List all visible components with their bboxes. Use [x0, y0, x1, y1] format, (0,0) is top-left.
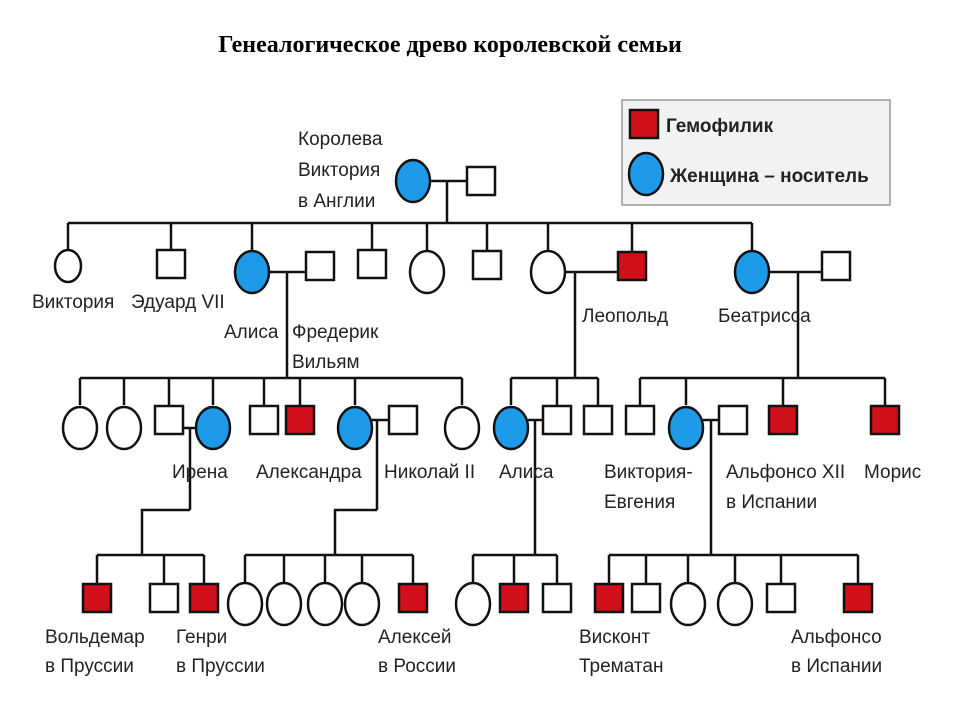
hemophiliac-male-symbol: [188, 582, 220, 614]
label-victoria-eugenie: Виктория-: [604, 462, 693, 483]
male-symbol: [356, 248, 388, 280]
male-symbol: [304, 250, 336, 282]
hemophiliac-male-symbol: [616, 250, 648, 282]
hemophiliac-male-symbol: [628, 108, 660, 140]
male-symbol: [155, 248, 187, 280]
label-alice-gen3: Алиса: [499, 462, 554, 483]
label-leopold: Леопольд: [582, 306, 668, 327]
male-symbol: [471, 249, 503, 281]
female-symbol: [529, 249, 567, 295]
female-symbol: [306, 581, 344, 627]
carrier-female-symbol: [492, 405, 530, 451]
hemophiliac-male-symbol: [498, 582, 530, 614]
label-viscount: Трематан: [579, 656, 663, 677]
female-symbol: [105, 405, 143, 451]
male-symbol: [541, 582, 573, 614]
label-nicholas: Николай II: [384, 462, 475, 483]
male-symbol: [148, 582, 180, 614]
male-symbol: [624, 404, 656, 436]
male-symbol: [717, 404, 749, 436]
hemophiliac-male-symbol: [284, 404, 316, 436]
female-symbol: [226, 581, 264, 627]
male-symbol: [387, 404, 419, 436]
carrier-female-symbol: [394, 158, 432, 204]
female-symbol: [669, 581, 707, 627]
carrier-female-symbol: [336, 405, 374, 451]
hemophiliac-male-symbol: [81, 582, 113, 614]
connector-line: [333, 508, 377, 555]
label-beatrice: Беатрисса: [718, 306, 811, 327]
label-henry: в Пруссии: [176, 656, 265, 677]
carrier-female-symbol: [194, 405, 232, 451]
female-symbol: [265, 581, 303, 627]
label-edward: Эдуард VII: [131, 292, 225, 313]
male-symbol: [541, 404, 573, 436]
male-symbol: [582, 404, 614, 436]
label-victoria-eugenie: Евгения: [604, 492, 675, 513]
hemophiliac-male-symbol: [397, 582, 429, 614]
carrier-female-symbol: [627, 151, 665, 197]
label-frederick: Вильям: [292, 352, 360, 373]
label-victoria-queen: Королева: [298, 129, 383, 150]
female-symbol: [443, 405, 481, 451]
female-symbol: [61, 405, 99, 451]
label-irene: Ирена: [172, 462, 228, 483]
label-victoria: Виктория: [32, 292, 114, 313]
legend-hemophiliac-label: Гемофилик: [666, 116, 774, 137]
label-maurice: Морис: [864, 462, 921, 483]
label-alfonso: Альфонсо: [791, 627, 882, 648]
female-symbol: [53, 248, 83, 284]
label-frederick: Фредерик: [292, 322, 379, 343]
hemophiliac-male-symbol: [869, 404, 901, 436]
female-symbol: [716, 581, 754, 627]
female-symbol: [343, 581, 381, 627]
carrier-female-symbol: [233, 249, 271, 295]
page-title: Генеалогическое древо королевской семьи: [218, 32, 682, 58]
label-alfonso-xiii: в Испании: [726, 492, 817, 513]
hemophiliac-male-symbol: [593, 582, 625, 614]
carrier-female-symbol: [733, 249, 771, 295]
label-victoria-queen: в Англии: [298, 191, 375, 212]
hemophiliac-male-symbol: [767, 404, 799, 436]
label-viscount: Висконт: [579, 627, 650, 648]
female-symbol: [408, 249, 446, 295]
male-symbol: [630, 582, 662, 614]
label-alexei: в России: [378, 656, 456, 677]
male-symbol: [465, 165, 497, 197]
label-alexandra: Александра: [256, 462, 362, 483]
legend-box: [621, 99, 891, 206]
label-alfonso-xiii: Альфонсо XII: [726, 462, 845, 483]
hemophiliac-male-symbol: [842, 582, 874, 614]
male-symbol: [248, 404, 280, 436]
label-waldemar: в Пруссии: [45, 656, 134, 677]
label-waldemar: Вольдемар: [45, 627, 145, 648]
label-henry: Генри: [176, 627, 227, 648]
connector-line: [140, 508, 190, 555]
label-alexei: Алексей: [378, 627, 452, 648]
label-alice-gen2: Алиса: [224, 322, 279, 343]
male-symbol: [820, 250, 852, 282]
legend-carrier-label: Женщина – носитель: [669, 166, 869, 187]
label-alfonso: в Испании: [791, 656, 882, 677]
male-symbol: [765, 582, 797, 614]
label-victoria-queen: Виктория: [298, 160, 380, 181]
male-symbol: [153, 404, 185, 436]
carrier-female-symbol: [667, 405, 705, 451]
female-symbol: [454, 581, 492, 627]
